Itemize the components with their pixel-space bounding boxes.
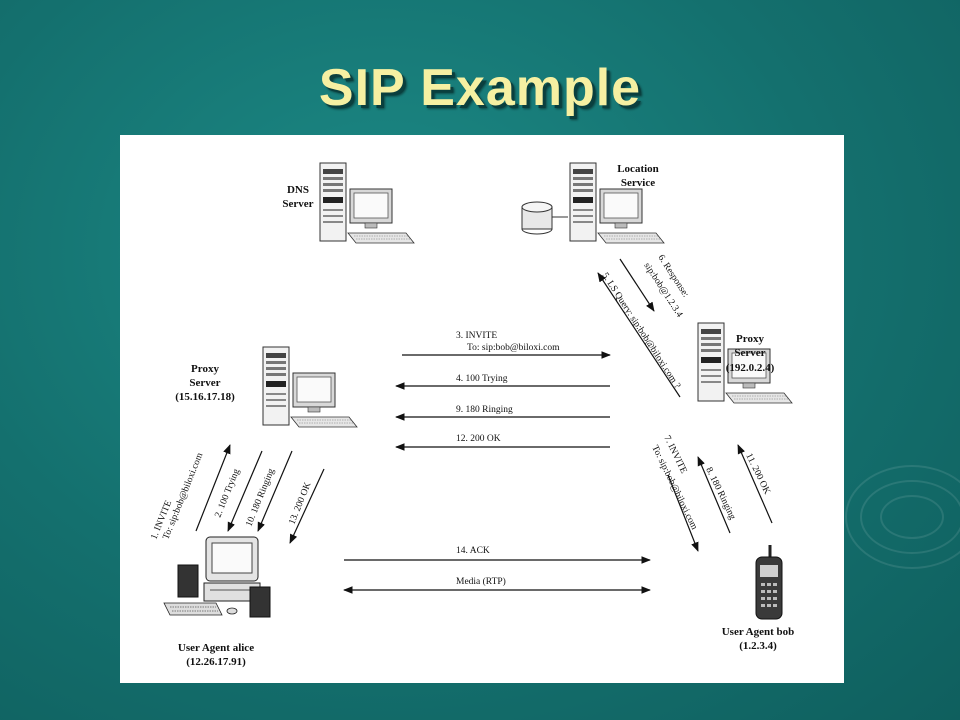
message-4-trying: 4. 100 Trying (395, 374, 610, 390)
server-icon (569, 162, 665, 244)
message-14-label: 14. ACK (456, 546, 490, 556)
proxy-server-right-node: Proxy Server (192.0.2.4) (697, 322, 793, 404)
message-8-label: 8. 180 Ringing (703, 466, 737, 522)
bob-label-line2: (1.2.3.4) (739, 640, 777, 652)
message-3-line1: 3. INVITE (456, 331, 497, 341)
alice-label-line2: (12.26.17.91) (186, 656, 246, 668)
user-agent-alice-node: User Agent alice (12.26.17.91) (163, 536, 271, 668)
message-12-ok: 12. 200 OK (395, 434, 610, 451)
message-4-label: 4. 100 Trying (456, 374, 508, 384)
location-service-label-line1: Location (617, 163, 659, 175)
server-icon (319, 162, 415, 244)
sip-diagram-figure: DNS Server Location Service Proxy Server… (120, 135, 844, 683)
dns-server-node: DNS Server (282, 162, 415, 244)
message-9-label: 9. 180 Ringing (456, 405, 513, 415)
message-9-ringing: 9. 180 Ringing (395, 405, 610, 421)
message-1-line2: To: sip:bob@biloxi.com (162, 451, 206, 541)
message-14-ack: 14. ACK (344, 546, 651, 564)
message-10-ringing: 10. 180 Ringing (245, 450, 293, 532)
media-rtp-stream: Media (RTP) (343, 576, 651, 594)
bob-label-line1: User Agent bob (722, 626, 795, 638)
message-11-ok: 11. 200 OK (737, 444, 773, 524)
message-3-invite: 3. INVITE To: sip:bob@biloxi.com (402, 331, 611, 359)
dns-server-label-line2: Server (282, 198, 313, 210)
location-service-label-line2: Service (621, 177, 655, 189)
message-12-label: 12. 200 OK (456, 434, 501, 444)
alice-label-line1: User Agent alice (178, 642, 254, 654)
user-agent-bob-node: User Agent bob (1.2.3.4) (722, 545, 795, 652)
slide-title: SIP Example (318, 59, 642, 117)
proxy-left-label-line3: (15.16.17.18) (175, 391, 235, 403)
desktop-computer-icon (163, 536, 271, 618)
proxy-right-label-line3: (192.0.2.4) (726, 362, 775, 374)
location-service-node: Location Service (521, 162, 665, 244)
proxy-left-label-line2: Server (189, 377, 220, 389)
message-7-invite: 7. INVITE To: sip:bob@biloxi.com (649, 434, 699, 552)
proxy-right-label-line2: Server (734, 347, 765, 359)
server-icon (262, 346, 358, 428)
message-1-invite: 1. INVITE To: sip:bob@biloxi.com (150, 444, 231, 541)
database-icon (521, 201, 568, 235)
mobile-phone-icon (755, 545, 783, 620)
proxy-left-label-line1: Proxy (191, 363, 219, 375)
proxy-right-label-line1: Proxy (736, 333, 764, 345)
media-label: Media (RTP) (456, 576, 506, 587)
message-3-line2: To: sip:bob@biloxi.com (467, 343, 560, 353)
message-8-ringing: 8. 180 Ringing (697, 456, 737, 534)
dns-server-label-line1: DNS (287, 184, 309, 196)
message-13-ok: 13. 200 OK (288, 468, 325, 544)
message-5-label: 5. LS Query: sip:bob@biloxi.com ? (599, 271, 681, 390)
proxy-server-left-node: Proxy Server (15.16.17.18) (175, 346, 358, 428)
sip-diagram: DNS Server Location Service Proxy Server… (150, 162, 795, 668)
ripple-decoration (845, 465, 960, 569)
